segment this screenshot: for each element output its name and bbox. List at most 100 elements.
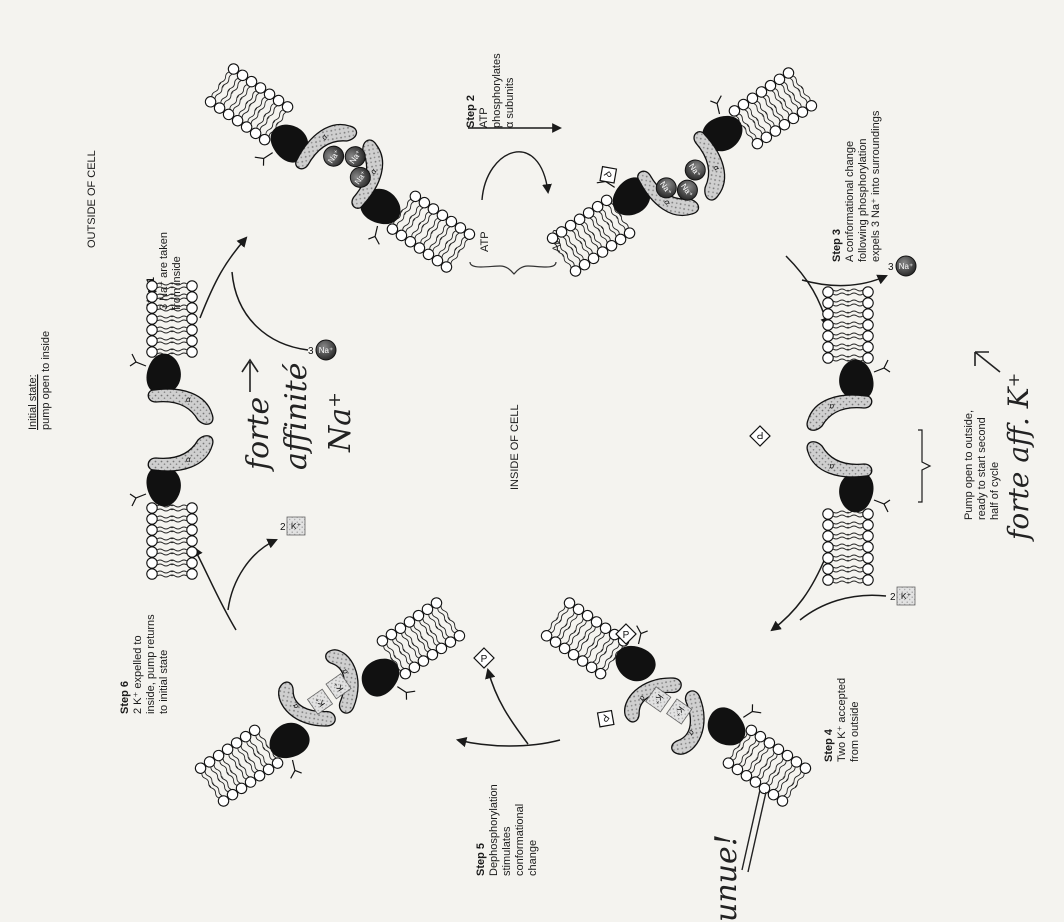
lipid-head [823, 564, 833, 574]
lipid-tail [591, 631, 602, 645]
lipid-tail [157, 538, 173, 540]
beta-subunit [146, 354, 180, 395]
potassium-ion: K⁺ [897, 587, 915, 605]
pump-step1: ααNa⁺Na⁺Na⁺ [194, 49, 486, 288]
lipid-bilayer [147, 503, 197, 579]
sodium-ion-label: Na⁺ [899, 262, 913, 271]
lipid-tail [847, 581, 863, 583]
lipid-head [823, 553, 833, 563]
lipid-tail [171, 349, 187, 351]
lipid-tail [847, 348, 863, 350]
lipid-tail [833, 359, 849, 361]
arrow-k-intake [800, 595, 886, 620]
lipid-head [863, 309, 873, 319]
step-3-line: following phosphorylation [857, 138, 869, 262]
lipid-head [823, 287, 833, 297]
lipid-tail [214, 85, 225, 99]
lipid-head [863, 342, 873, 352]
step-2-label: Step 2ATPphosphorylatesα subunits [465, 53, 516, 128]
lipid-head [823, 509, 833, 519]
lipid-tail [440, 605, 451, 619]
initial-state-text: pump open to inside [40, 331, 52, 430]
alpha-label: α [829, 402, 834, 411]
beta-subunit [700, 702, 753, 753]
lipid-tail [847, 526, 863, 528]
lipid-tail [782, 764, 793, 778]
step-3-title: Step 3 [831, 229, 843, 262]
handwritten-bottom-note: unue! [709, 834, 744, 922]
lipid-tail [157, 342, 173, 344]
lipid-tail [431, 612, 442, 626]
lipid-tail [555, 605, 566, 619]
lipid-tail [450, 250, 461, 264]
lipid-tail [833, 526, 849, 528]
lipid-tail [833, 559, 849, 561]
lipid-tail [222, 758, 233, 772]
lipid-head [187, 503, 197, 513]
lipid-tail [847, 333, 863, 335]
lipid-tail [171, 327, 187, 329]
lipid-tail [171, 331, 187, 333]
pump-open-outside-line-2: ready to start second [976, 417, 988, 520]
lipid-tail [773, 758, 784, 772]
sugar-chain [368, 226, 387, 246]
lipid-tail [833, 315, 849, 317]
lipid-tail [171, 320, 187, 322]
ion-count: 2 [890, 592, 896, 603]
lipid-head [823, 575, 833, 585]
lipid-head [863, 520, 873, 530]
potassium-ion-label: K⁺ [291, 521, 302, 531]
lipid-tail [171, 564, 187, 566]
lipid-head [187, 314, 197, 324]
lipid-tail [847, 544, 863, 546]
lipid-head [863, 353, 873, 363]
step-6-line: 2 K⁺ expelled to [132, 635, 144, 714]
arrow-k-expel [228, 540, 276, 610]
sugar-chain [710, 94, 729, 114]
lipid-tail [240, 745, 251, 759]
lipid-tail [833, 293, 849, 295]
lipid-tail [395, 637, 406, 651]
lipid-head [147, 303, 157, 313]
lipid-tail [847, 300, 863, 302]
lipid-head [863, 564, 873, 574]
lipid-tail [432, 238, 443, 252]
lipid-bilayer [823, 287, 873, 363]
alpha-subunit [148, 389, 213, 424]
lipid-tail [847, 311, 863, 313]
lipid-tail [157, 349, 173, 351]
lipid-tail [833, 326, 849, 328]
lipid-tail [213, 764, 224, 778]
lipid-head [863, 575, 873, 585]
step-3-line: A conformational change [844, 141, 856, 262]
handwritten-k-arrow [975, 352, 1000, 372]
lipid-head [823, 531, 833, 541]
lipid-tail [833, 289, 849, 291]
lipid-tail [171, 516, 187, 518]
lipid-tail [171, 571, 187, 573]
pump-initial-state: αα [130, 281, 213, 579]
lipid-head [823, 342, 833, 352]
lipid-tail [847, 577, 863, 579]
lipid-tail [833, 337, 849, 339]
lipid-tail [386, 643, 397, 657]
lipid-tail [171, 575, 187, 577]
lipid-head [823, 320, 833, 330]
lipid-tail [847, 559, 863, 561]
initial-state-title: Initial state: [27, 374, 39, 430]
step-4-label: Step 4Two K⁺ acceptedfrom outside [823, 678, 861, 762]
lipid-tail [157, 527, 173, 529]
potassium-ion: K⁺ [287, 517, 305, 535]
pump-step4: ααK⁺K⁺P [517, 582, 822, 840]
lipid-tail [847, 355, 863, 357]
lipid-tail [157, 564, 173, 566]
lipid-head [863, 509, 873, 519]
step-6-title: Step 6 [119, 681, 131, 714]
handwritten-na-note-2: affinité [279, 363, 314, 470]
lipid-tail [259, 117, 270, 131]
lipid-head [823, 331, 833, 341]
lipid-head [187, 325, 197, 335]
pump-open-outside-line-3: half of cycle [989, 462, 1001, 520]
pump-step2-phosphorylated: ααNa⁺Na⁺Na⁺P [531, 45, 828, 291]
lipid-tail [770, 108, 781, 122]
